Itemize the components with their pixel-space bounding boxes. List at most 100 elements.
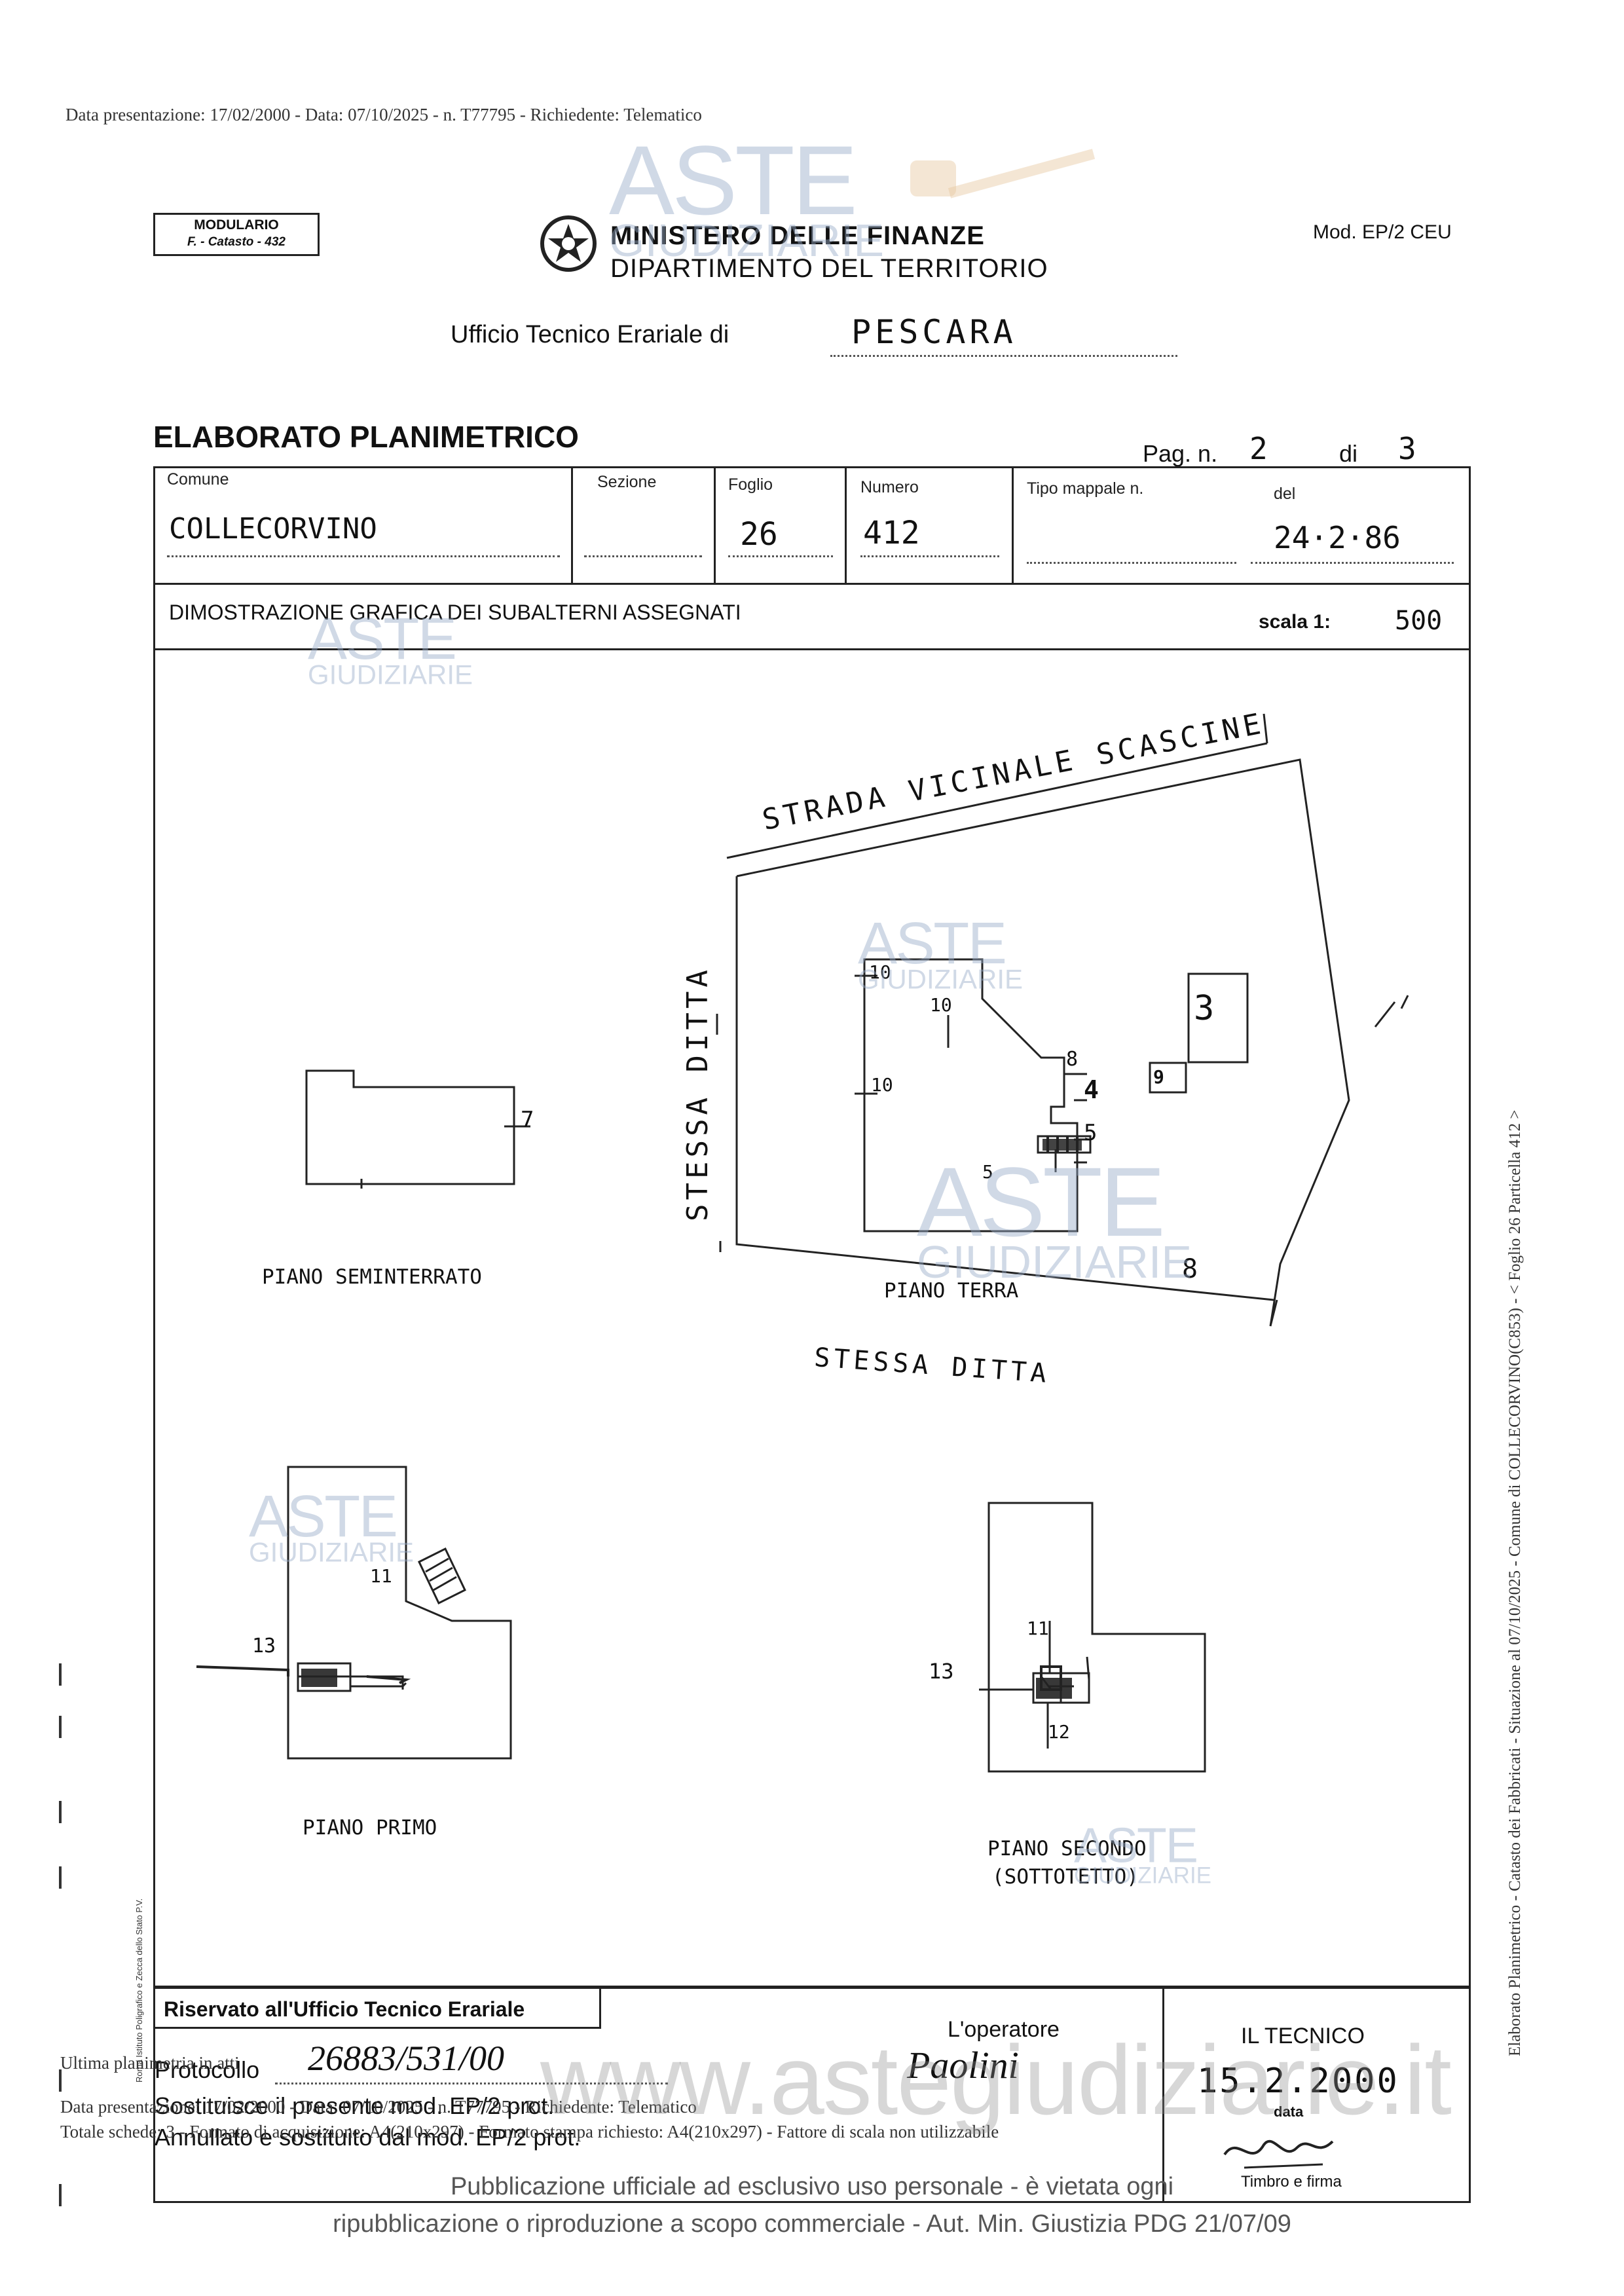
protocollo-value: 26883/531/00 <box>308 2039 505 2078</box>
del-label: del <box>1274 485 1296 503</box>
publication-notice-2: ripubblicazione o riproduzione a scopo c… <box>333 2210 1291 2238</box>
republic-emblem-icon <box>540 215 597 272</box>
unit-3-outline <box>1187 972 1249 1064</box>
foglio-label: Foglio <box>728 475 773 494</box>
footer-divider <box>153 2027 601 2029</box>
modulario-code: F. - Catasto - 432 <box>187 235 286 249</box>
protocollo-field <box>275 2063 668 2084</box>
subaltern-11a: 11 <box>370 1565 392 1587</box>
sezione-label: Sezione <box>597 473 657 491</box>
col-divider <box>1012 466 1014 583</box>
first-floor-building <box>287 1466 512 1760</box>
publication-notice-1: Pubblicazione ufficiale ad esclusivo uso… <box>450 2173 1174 2200</box>
edge-mark <box>59 2184 62 2206</box>
timbro-label: Timbro e firma <box>1241 2173 1342 2191</box>
subaltern-10b: 10 <box>930 994 952 1016</box>
riservato-label: Riservato all'Ufficio Tecnico Erariale <box>164 1997 525 2021</box>
ministry-title: MINISTERO DELLE FINANZE <box>610 221 985 250</box>
subaltern-7: 7 <box>521 1107 534 1133</box>
row-divider <box>153 648 1471 650</box>
numero-value: 412 <box>863 515 920 551</box>
subaltern-12: 12 <box>1048 1721 1070 1743</box>
piano-primo-label: PIANO PRIMO <box>303 1816 437 1840</box>
subaltern-11b: 11 <box>1027 1618 1049 1639</box>
numero-field <box>860 517 999 557</box>
footer-divider <box>1162 1986 1164 2203</box>
subaltern-10a: 10 <box>869 961 891 983</box>
gavel-icon <box>910 149 1096 198</box>
sostituisce-label: Sostituisce il presente mod. EP/2 prot. <box>155 2092 555 2119</box>
unit-9-outline <box>1149 1062 1187 1094</box>
numero-label: Numero <box>860 478 919 496</box>
ground-floor-stairs <box>1037 1135 1092 1154</box>
edge-mark <box>59 1716 62 1738</box>
subaltern-4: 4 <box>1084 1075 1099 1104</box>
department-title: DIPARTIMENTO DEL TERRITORIO <box>610 254 1048 283</box>
tipo-mappale-label: Tipo mappale n. <box>1027 479 1144 498</box>
basement-floor-building <box>305 1069 515 1185</box>
subaltern-13b: 13 <box>929 1659 954 1684</box>
edge-mark <box>59 1663 62 1686</box>
modulario-box: MODULARIO F. - Catasto - 432 <box>153 213 320 256</box>
header-info-line: Data presentazione: 17/02/2000 - Data: 0… <box>65 105 702 124</box>
operatore-signature: Paolini <box>907 2044 1019 2086</box>
comune-label: Comune <box>167 470 229 489</box>
edge-mark <box>59 1866 62 1889</box>
protocollo-label: Protocollo <box>155 2056 260 2083</box>
subaltern-5a: 5 <box>1084 1120 1098 1146</box>
data-label: data <box>1274 2103 1304 2120</box>
overlay-line-1: Ultima planimetria in atti <box>60 2053 240 2073</box>
del-value: 24·2·86 <box>1274 520 1401 555</box>
side-vertical-text: Elaborato Planimetrico - Catasto dei Fab… <box>1506 1109 1524 2056</box>
dimostrazione-label: DIMOSTRAZIONE GRAFICA DEI SUBALTERNI ASS… <box>169 601 741 624</box>
tecnico-signature <box>1223 2139 1334 2169</box>
lot-boundary <box>735 758 1350 1327</box>
edge-mark <box>59 1801 62 1823</box>
sottotetto-label: (SOTTOTETTO) <box>992 1865 1139 1889</box>
piano-secondo-label: PIANO SECONDO <box>987 1837 1147 1861</box>
subaltern-9: 9 <box>1153 1066 1164 1088</box>
footer-frame <box>153 1986 1471 2203</box>
form-frame <box>153 466 1471 1989</box>
road-edge <box>726 713 1268 859</box>
form-title: ELABORATO PLANIMETRICO <box>153 420 579 454</box>
piano-seminterrato-label: PIANO SEMINTERRATO <box>262 1265 482 1289</box>
subaltern-8a: 8 <box>1066 1048 1079 1071</box>
subaltern-5b: 5 <box>982 1161 993 1183</box>
comune-field <box>167 517 560 557</box>
scala-label: scala 1: <box>1259 611 1331 633</box>
printer-note: Roma Istituto Poligrafico e Zecca dello … <box>134 1898 144 2083</box>
office-field <box>830 326 1177 357</box>
operatore-label: L'operatore <box>948 2017 1060 2042</box>
website-watermark: www.astegiudiziarie.it <box>540 2025 1452 2135</box>
stessa-ditta-left-label: STESSA DITTA <box>681 966 714 1221</box>
first-floor-stairs <box>418 1547 466 1605</box>
mod-code: Mod. EP/2 CEU <box>1313 221 1452 243</box>
total-pages-value: 3 <box>1398 431 1420 466</box>
page-label: Pag. n. <box>1143 440 1218 467</box>
annullato-label: Annullato e sostituito dal mod. EP/2 pro… <box>155 2124 581 2151</box>
foglio-value: 26 <box>740 516 778 553</box>
col-divider <box>571 466 573 583</box>
tecnico-date: 15.2.2000 <box>1197 2062 1399 2101</box>
subaltern-10c: 10 <box>871 1074 893 1096</box>
scala-value: 500 <box>1395 606 1443 636</box>
office-value: PESCARA <box>851 313 1017 351</box>
foglio-field <box>728 517 833 557</box>
second-floor-building <box>987 1502 1206 1773</box>
del-field <box>1251 524 1454 564</box>
piano-terra-label: PIANO TERRA <box>884 1279 1019 1303</box>
modulario-label: MODULARIO <box>194 217 279 232</box>
page-value: 2 <box>1249 431 1272 466</box>
comune-value: COLLECORVINO <box>169 512 377 546</box>
subaltern-3: 3 <box>1194 989 1215 1028</box>
total-pages-label: di <box>1339 440 1358 467</box>
edge-mark <box>59 2069 62 2092</box>
col-divider <box>845 466 847 583</box>
office-label: Ufficio Tecnico Erariale di <box>451 321 729 348</box>
subaltern-13a: 13 <box>252 1635 276 1657</box>
subaltern-8b: 8 <box>1182 1254 1198 1284</box>
tipo-mappale-field <box>1027 524 1236 564</box>
overlay-line-2: Data presentazione: 17/02/2000 - Data: 0… <box>60 2097 697 2117</box>
